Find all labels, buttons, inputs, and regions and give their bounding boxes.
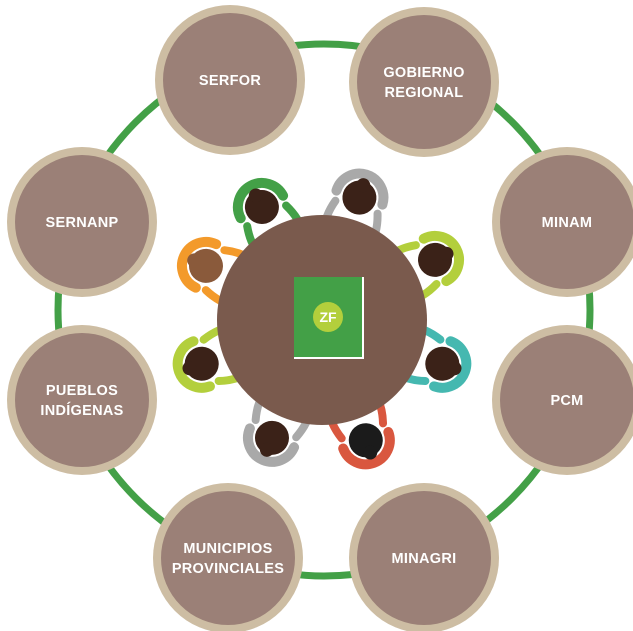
person-hair-bun: [439, 246, 454, 261]
node-fill: [500, 333, 633, 467]
person-shoulders: [418, 230, 464, 287]
node-fill: [163, 13, 297, 147]
node-minagri: MINAGRI: [349, 483, 499, 631]
stakeholder-nodes: SERFOR GOBIERNO REGIONAL MINAM PCM MINAGRI MUN…: [7, 5, 633, 631]
node-label: SERNANP: [46, 215, 119, 231]
node-label: PROVINCIALES: [172, 561, 284, 577]
node-fill: [357, 15, 491, 149]
node-gobierno-regional: GOBIERNO REGIONAL: [349, 7, 499, 157]
node-sernanp: SERNANP: [7, 147, 157, 297]
node-label: GOBIERNO: [383, 65, 464, 81]
person-shoulders: [177, 236, 222, 293]
node-minam: MINAM: [492, 147, 633, 297]
node-label: MINAGRI: [392, 551, 457, 567]
node-fill: [15, 155, 149, 289]
person-hair-bun: [182, 361, 197, 376]
person-hair-bun: [259, 442, 274, 457]
book-label: ZF: [319, 309, 337, 325]
person-shoulders: [338, 427, 395, 470]
connection-ring: [54, 40, 594, 580]
person-shoulders: [232, 178, 289, 224]
person-hair-bun: [447, 361, 462, 376]
person-shoulders: [172, 336, 215, 393]
person-hair-bun: [187, 253, 202, 268]
node-fill: [161, 491, 295, 625]
person-shoulders: [429, 336, 472, 393]
person-hair-bun: [248, 188, 263, 203]
node-label: SERFOR: [199, 73, 261, 89]
node-pueblos-indigenas: PUEBLOS INDÍGENAS: [7, 325, 157, 475]
person-hair-bun: [363, 445, 378, 460]
node-label: MUNICIPIOS: [183, 541, 272, 557]
zf-book: ZF: [294, 277, 364, 359]
node-label: INDÍGENAS: [40, 402, 123, 419]
node-fill: [357, 491, 491, 625]
node-label: MINAM: [542, 215, 593, 231]
person-shoulders: [331, 168, 389, 210]
node-fill: [15, 333, 149, 467]
node-label: REGIONAL: [385, 85, 464, 101]
node-serfor: SERFOR: [155, 5, 305, 155]
node-label: PUEBLOS: [46, 383, 118, 399]
book-badge: [313, 302, 343, 332]
node-municipios-provinciales: MUNICIPIOS PROVINCIALES: [153, 483, 303, 631]
node-fill: [500, 155, 633, 289]
node-label: PCM: [550, 393, 583, 409]
person-hair-bun: [356, 178, 371, 193]
node-pcm: PCM: [492, 325, 633, 475]
